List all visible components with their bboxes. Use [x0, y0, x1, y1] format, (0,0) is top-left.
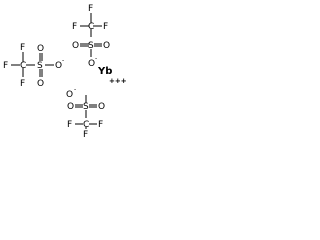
oxygen-atom: O: [98, 102, 105, 112]
fluorine-atom: F: [3, 61, 8, 71]
fluorine-atom: F: [98, 120, 103, 130]
oxygen-anion: O: [66, 90, 73, 100]
oxygen-atom: O: [72, 41, 79, 51]
carbon-atom: C: [88, 22, 94, 32]
oxygen-atom: O: [103, 41, 110, 51]
carbon-atom: C: [83, 120, 89, 130]
anion-charge: -: [95, 55, 97, 62]
sulfur-atom: S: [37, 61, 43, 71]
ytterbium-symbol: Yb: [97, 66, 112, 77]
anion-charge: -: [62, 57, 64, 64]
fluorine-atom: F: [88, 4, 93, 14]
oxygen-atom: O: [37, 44, 44, 54]
fluorine-atom: F: [72, 22, 77, 32]
ytterbium-cation: Yb +++: [97, 66, 127, 85]
ytterbium-triflate-structure: F F C F O S O O - Yb +++ F F C F O S O O…: [3, 4, 127, 138]
oxygen-atom: O: [67, 102, 74, 112]
fluorine-atom: F: [20, 43, 25, 53]
carbon-atom: C: [20, 61, 26, 71]
oxygen-anion: O: [88, 59, 95, 69]
ytterbium-charge: +++: [109, 77, 127, 85]
anion-charge: -: [74, 86, 76, 93]
oxygen-anion: O: [55, 61, 62, 71]
fluorine-atom: F: [20, 79, 25, 89]
oxygen-atom: O: [37, 79, 44, 89]
fluorine-atom: F: [67, 120, 72, 130]
sulfur-atom: S: [88, 41, 94, 51]
fluorine-atom: F: [103, 22, 108, 32]
triflate-top: F F C F O S O O -: [72, 4, 110, 69]
triflate-bottom: O - O S O F C F F: [66, 86, 105, 138]
fluorine-atom: F: [83, 130, 88, 138]
triflate-left: F F C F O S O O -: [3, 43, 64, 89]
sulfur-atom: S: [83, 102, 89, 112]
